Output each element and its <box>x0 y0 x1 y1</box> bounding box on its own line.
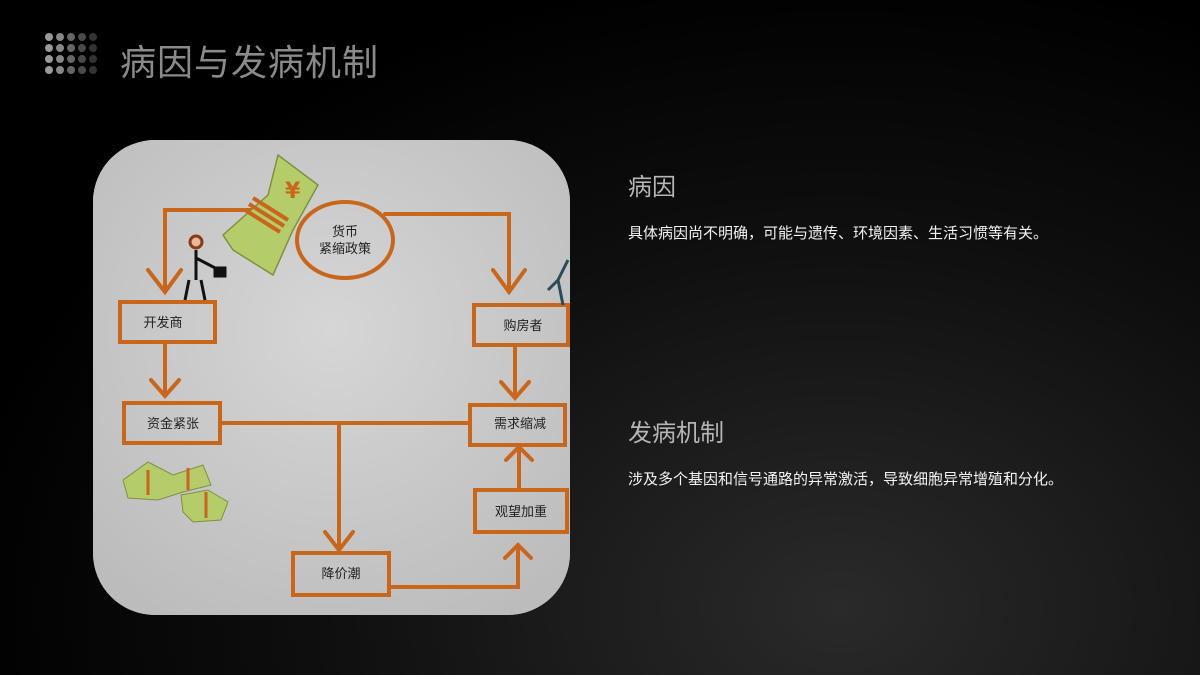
currency-symbol: ¥ <box>285 179 301 204</box>
section-body-mechanism: 涉及多个基因和信号通路的异常激活，导致细胞异常增殖和分化。 <box>628 470 1064 488</box>
diagram-background <box>93 140 570 615</box>
box-buyer <box>472 303 570 347</box>
connector-line <box>387 546 520 589</box>
mechanism-diagram-image: ¥ 货币 紧缩政策 开发商 购房者 资金紧张 需求缩减 观望加重 降价潮 <box>93 140 570 615</box>
box-demand-down <box>468 403 567 447</box>
arrow-head <box>503 542 533 560</box>
walking-man-icon <box>546 259 570 306</box>
arrow-head <box>499 380 531 402</box>
arrow-head <box>149 378 181 400</box>
buyer-label: 购房者 <box>503 318 542 334</box>
flow-diagram: ¥ 货币 紧缩政策 开发商 购房者 资金紧张 需求缩减 观望加重 降价潮 <box>93 140 570 615</box>
developer-label: 开发商 <box>143 315 182 331</box>
policy-ellipse <box>295 200 395 280</box>
policy-label-line2: 紧缩政策 <box>319 241 371 257</box>
section-heading-mechanism: 发病机制 <box>628 419 724 447</box>
box-wait-and-see <box>473 488 569 534</box>
demand-down-label: 需求缩减 <box>494 416 546 432</box>
money-small-icon <box>122 461 229 523</box>
section-body-cause: 具体病因尚不明确，可能与遗传、环境因素、生活习惯等有关。 <box>628 224 1049 242</box>
arrow-head <box>323 530 355 554</box>
arrow-head <box>146 268 183 296</box>
money-bundle-icon: ¥ <box>222 153 319 277</box>
section-heading-cause: 病因 <box>628 173 676 201</box>
connector-line <box>383 212 511 292</box>
funds-tight-label: 资金紧张 <box>147 416 199 432</box>
box-funds-tight <box>122 401 222 445</box>
box-developer <box>118 300 217 344</box>
arrow-head <box>491 268 527 296</box>
page-title: 病因与发病机制 <box>120 43 380 84</box>
price-cut-label: 降价潮 <box>321 567 360 582</box>
policy-label-line1: 货币 <box>332 224 358 240</box>
box-price-cut <box>291 551 391 597</box>
decorative-dots-icon <box>45 33 97 74</box>
businessman-icon <box>183 234 227 301</box>
wait-and-see-label: 观望加重 <box>495 504 547 520</box>
